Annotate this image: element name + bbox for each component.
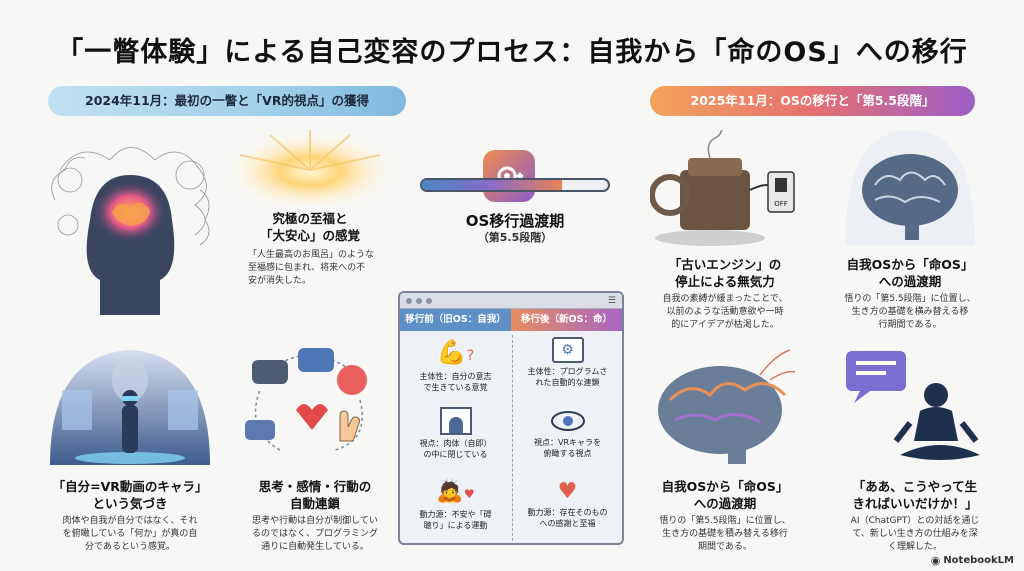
after-item-text: 視点：VRキャラを 俯瞰する視点	[533, 438, 602, 458]
notebooklm-logo-icon: ◉	[930, 554, 941, 567]
column-divider	[512, 335, 513, 541]
before-item: 🙇♥ 動力源：不安や「碍 聴り」による運動	[400, 477, 511, 531]
before-item: 視点：肉体（自即） の中に閉じている	[400, 407, 511, 460]
card-ai-desc: AI（ChatGPT）との対話を通じ て、新しい生き方の仕組みを深 く理解した。	[850, 516, 980, 552]
window-title-bar: ☰	[400, 293, 622, 309]
page-title: 「一瞥体験」による自己変容のプロセス：自我から「命のOS」への移行	[56, 37, 968, 68]
center-label: OS移行過渡期 （第5.5段階）	[430, 212, 600, 244]
card-vr-heading: 「自分=VR動画のキャラ」 という気づき	[52, 479, 208, 511]
before-column-header: 移行前（旧OS：自我）	[400, 309, 511, 331]
card-ai-heading: 「ああ、こうやって生 きればいいだけか！」	[852, 479, 978, 511]
meditation-ai-illustration	[840, 345, 980, 470]
framed-person-icon	[439, 407, 472, 435]
before-item: 💪? 主体性：自分の意志 で生きている意覚	[400, 337, 511, 393]
card-vr: 「自分=VR動画のキャラ」 という気づき 肉体や自我が自分ではなく、それ を俯瞰…	[30, 478, 230, 554]
after-column-header: 移行後（新OS：命）	[511, 309, 622, 331]
window-dot	[416, 297, 422, 304]
notebooklm-watermark: ◉ NotebookLM	[931, 554, 1014, 567]
menu-icon: ☰	[607, 295, 616, 306]
window-dot	[426, 297, 432, 304]
center-sub: （第5.5段階）	[477, 231, 553, 244]
window-dot	[406, 297, 412, 304]
card-vr-desc: 肉体や自我が自分ではなく、それ を俯瞰している「何か」が真の自 分であるという感…	[62, 516, 198, 552]
card-brain-top-heading: 自我OSから「命OS」 への過渡期	[846, 257, 974, 289]
os-comparison-window: ☰ 移行前（旧OS：自我） 移行後（新OS：命） 💪? 主体性：自分の意志 で生…	[398, 291, 624, 545]
card-chain: 思考・感情・行動の 自動連鎖 思考や行動は自分が制御してい るのではなく、プログ…	[230, 478, 400, 554]
after-item-text: 主体性：プログラムさ れた自動的な連鎖	[527, 367, 608, 387]
after-item: ♥ 動力源：存在そのもの への感謝と至福	[512, 477, 622, 529]
card-brain-bottom: 自我OSから「命OS」 への過渡期 悟りの「第5.5段階」に位置し、 生き方の基…	[640, 478, 810, 554]
sunburst-illustration	[230, 130, 390, 205]
switch-off-label: OFF	[774, 200, 788, 208]
program-gear-icon: ⚙	[551, 337, 584, 363]
center-heading: OS移行過渡期	[465, 212, 565, 230]
card-bliss: 究極の至福と 「大安心」の感覚 「人生最高のお風呂」のような 至福感に包まれ、将…	[230, 210, 390, 288]
after-item: 視点：VRキャラを 俯瞰する視点	[512, 407, 622, 459]
before-column: 💪? 主体性：自分の意志 で生きている意覚 視点：肉体（自即） の中に閉じている…	[400, 331, 511, 543]
after-item: ⚙ 主体性：プログラムさ れた自動的な連鎖	[512, 337, 622, 388]
brain-illustration	[845, 130, 975, 245]
card-brain-bottom-heading: 自我OSから「命OS」 への過渡期	[661, 479, 789, 511]
card-brain-top-desc: 悟りの「第5.5段階」に位置し、 生き方の基礎を横み替える移 行期間である。	[844, 294, 976, 330]
card-engine-heading: 「古いエンジン」の 停止による無気力	[668, 257, 782, 289]
worried-person-icon: 🙇♥	[436, 479, 475, 504]
after-column: ⚙ 主体性：プログラムさ れた自動的な連鎖 視点：VRキャラを 俯瞰する視点 ♥…	[511, 331, 622, 543]
card-bliss-desc: 「人生最高のお風呂」のような 至福感に包まれ、将来への不 安が消失した。	[248, 250, 375, 286]
engine-illustration: OFF	[649, 122, 800, 250]
card-chain-desc: 思考や行動は自分が制御してい るのではなく、プログラミング 通りに自動発生してい…	[251, 516, 378, 552]
card-brain-top: 自我OSから「命OS」 への過渡期 悟りの「第5.5段階」に位置し、 生き方の基…	[830, 256, 990, 332]
timeline-2025-label: 2025年11月：OSの移行と「第5.5段階」	[650, 86, 975, 116]
card-engine-desc: 自我の素縛が緩まったことで、 以前のような活動意欲や一時 的にアイデアが枯渇した…	[662, 294, 788, 330]
os-transition-progress-bar	[420, 178, 610, 192]
card-ai: 「ああ、こうやって生 きればいいだけか！」 AI（ChatGPT）との対話を通じ…	[825, 478, 1005, 554]
timeline-2024-label: 2024年11月：最初の一瞥と「VR的視点」の獲得	[48, 86, 406, 116]
before-item-text: 主体性：自分の意志 で生きている意覚	[419, 372, 492, 392]
before-item-text: 視点：肉体（自即） の中に閉じている	[419, 439, 492, 459]
head-brain-illustration	[40, 130, 220, 315]
card-engine: 「古いエンジン」の 停止による無気力 自我の素縛が緩まったことで、 以前のような…	[640, 256, 810, 332]
eye-icon	[550, 411, 585, 431]
progress-fill	[422, 180, 562, 190]
notebooklm-label: NotebookLM	[943, 555, 1014, 566]
card-chain-heading: 思考・感情・行動の 自動連鎖	[258, 479, 372, 511]
card-bliss-heading: 究極の至福と 「大安心」の感覚	[259, 211, 360, 243]
before-item-text: 動力源：不安や「碍 聴り」による運動	[419, 510, 492, 530]
heart-icon: ♥	[557, 479, 578, 504]
vr-person-illustration	[40, 340, 220, 465]
thought-chain-illustration	[240, 340, 380, 470]
card-brain-bottom-desc: 悟りの「第5.5段階」に位置し、 生き方の基礎を積み替える移行 期間である。	[659, 516, 791, 552]
muscle-question-icon: 💪?	[436, 338, 475, 366]
after-item-text: 動力源：存在そのもの への感謝と至福	[527, 508, 608, 528]
gear-icon	[483, 150, 535, 202]
colorful-brain-illustration	[650, 340, 800, 465]
